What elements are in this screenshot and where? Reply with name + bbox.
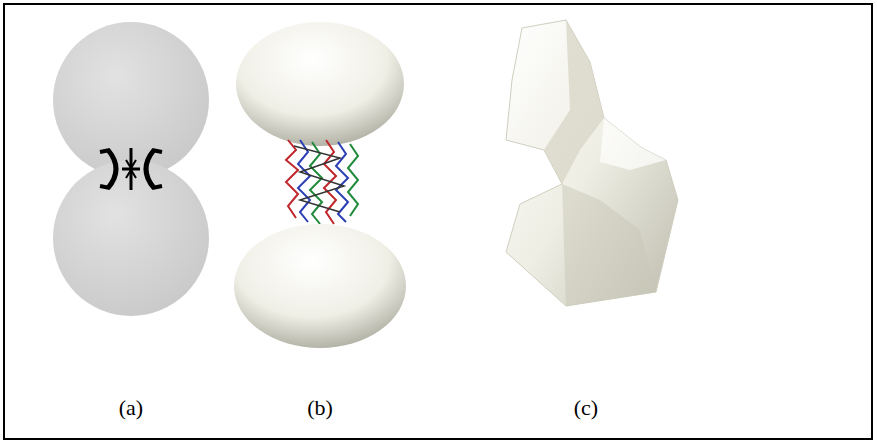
figure-label: (a) <box>119 395 143 421</box>
ellipsoid-pair <box>234 22 406 348</box>
figure-label: (c) <box>574 395 598 421</box>
frame <box>4 4 872 439</box>
figure-label: (b) <box>307 395 333 421</box>
sphere-pair <box>53 22 209 316</box>
fused-shape <box>506 20 678 306</box>
